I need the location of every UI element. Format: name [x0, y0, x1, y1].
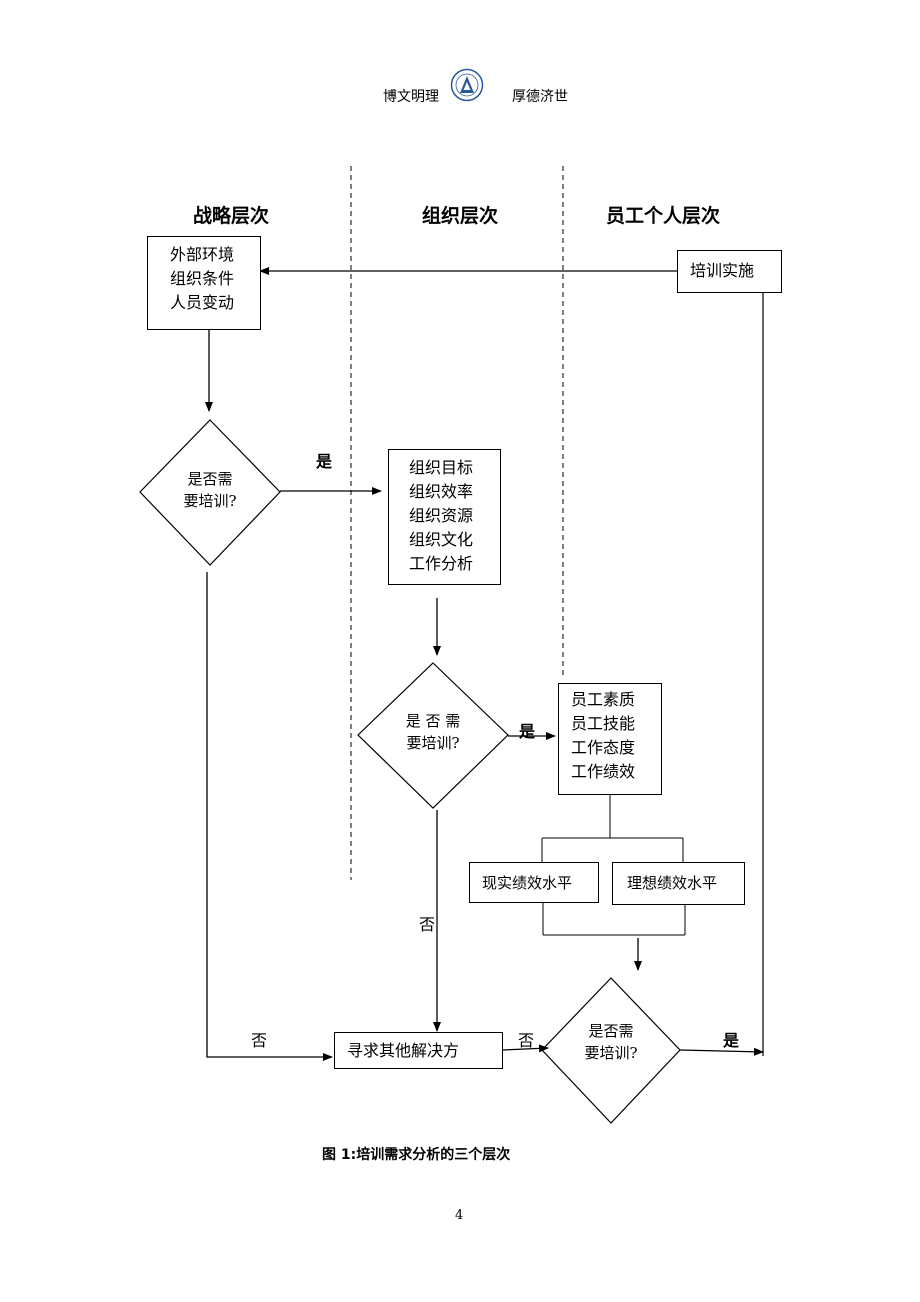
external-factor-item: 人员变动 [170, 293, 235, 312]
decision2-line: 是 否 需 [405, 712, 461, 730]
external-factors-box: 外部环境 组织条件 人员变动 [147, 236, 261, 330]
employee-factor-item: 工作绩效 [571, 762, 636, 781]
employee-factor-item: 员工技能 [571, 714, 636, 733]
decision3-line: 要培训? [584, 1044, 638, 1062]
actual-performance-box: 现实绩效水平 [469, 862, 599, 903]
other-solution-box: 寻求其他解决方 [334, 1032, 503, 1069]
university-logo [450, 68, 484, 102]
employee-factors-box: 员工素质 员工技能 工作态度 工作绩效 [558, 683, 662, 795]
decision1-line: 要培训? [183, 492, 237, 510]
actual-performance-label: 现实绩效水平 [482, 874, 573, 892]
lane-title-employee: 员工个人层次 [606, 205, 721, 227]
external-factor-item: 组织条件 [170, 269, 235, 288]
other-solution-label: 寻求其他解决方 [347, 1041, 460, 1060]
org-factor-item: 组织资源 [409, 506, 474, 525]
org-factors-box: 组织目标 组织效率 组织资源 组织文化 工作分析 [388, 449, 501, 585]
header-right-motto: 厚德济世 [512, 89, 568, 105]
edge-label-yes-decision2: 是 [519, 722, 536, 741]
ideal-performance-label: 理想绩效水平 [627, 874, 718, 892]
edge-label-no-decision3: 否 [518, 1031, 535, 1050]
header-left-motto: 博文明理 [383, 89, 439, 105]
arrow-decision3-yes [679, 1047, 764, 1056]
decision2-line: 要培训? [406, 734, 460, 752]
decision3-line: 是否需 [588, 1022, 634, 1040]
decision2-diamond [357, 662, 509, 809]
decision1-label: 是否需 要培训? [165, 468, 255, 512]
external-factor-item: 外部环境 [170, 245, 235, 264]
org-factor-item: 组织效率 [409, 482, 474, 501]
decision1-diamond [139, 419, 281, 566]
figure-caption: 图 1:培训需求分析的三个层次 [322, 1147, 511, 1163]
employee-factor-item: 工作态度 [571, 738, 636, 757]
arrow-decision3-no [502, 1044, 549, 1053]
decision1-line: 是否需 [187, 470, 233, 488]
decision3-label: 是否需 要培训? [566, 1020, 656, 1064]
employee-factor-item: 员工素质 [571, 690, 636, 709]
org-factor-item: 组织文化 [409, 530, 474, 549]
org-factor-item: 工作分析 [409, 554, 474, 573]
arrow-decision1-no [206, 572, 333, 1061]
org-factor-item: 组织目标 [409, 458, 474, 477]
lane-title-strategy: 战略层次 [193, 205, 270, 227]
training-implementation-label: 培训实施 [690, 261, 755, 280]
ideal-performance-box: 理想绩效水平 [612, 862, 745, 905]
edge-label-yes-decision1: 是 [316, 452, 333, 471]
decision3-diamond [541, 977, 681, 1124]
training-implementation-box: 培训实施 [677, 250, 782, 293]
edge-label-no-decision1: 否 [251, 1031, 268, 1050]
edge-label-yes-decision3: 是 [723, 1031, 740, 1050]
edge-label-no-decision2: 否 [419, 915, 436, 934]
page-number: 4 [455, 1208, 464, 1223]
lane-title-organization: 组织层次 [422, 205, 499, 227]
decision2-label: 是 否 需 要培训? [388, 710, 478, 754]
